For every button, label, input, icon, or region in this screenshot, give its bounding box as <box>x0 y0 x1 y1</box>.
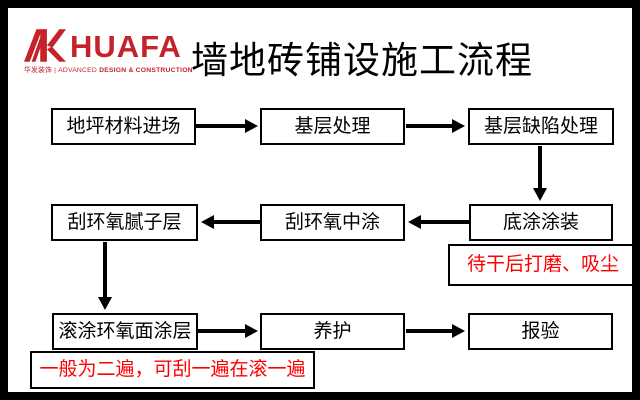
logo-brand-text: HUAFA <box>70 29 182 64</box>
node-epoxy-top-coat: 滚涂环氧面涂层 <box>52 313 198 350</box>
logo-tagline-right: DESIGN & CONSTRUCTION <box>99 67 193 74</box>
node-primer-coating: 底涂涂装 <box>469 204 613 241</box>
arrow-defect-to-primer-icon <box>533 146 547 201</box>
arrow-curing-to-inspection-icon <box>406 324 465 338</box>
arrow-material-to-base-icon <box>196 119 258 133</box>
page-title: 墙地砖铺设施工流程 <box>191 40 533 81</box>
node-inspection: 报验 <box>468 313 613 350</box>
node-base-defect-treatment: 基层缺陷处理 <box>468 108 614 145</box>
arrow-topcoat-to-curing-icon <box>198 324 258 338</box>
arrow-primer-to-midcoat-icon <box>408 215 469 229</box>
arrow-putty-to-topcoat-icon <box>98 242 112 310</box>
arrow-base-to-defect-icon <box>406 119 465 133</box>
huafa-k-icon <box>24 29 66 62</box>
note-sand-and-vacuum: 待干后打磨、吸尘 <box>448 244 632 286</box>
node-epoxy-mid-coat: 刮环氧中涂 <box>260 204 405 241</box>
node-epoxy-putty-layer: 刮环氧腻子层 <box>51 204 198 241</box>
node-curing: 养护 <box>260 313 405 350</box>
logo-tagline-left: 华发装饰 | ADVANCED <box>24 67 100 74</box>
note-two-passes: 一般为二遍，可刮一遍在滚一遍 <box>30 351 315 389</box>
node-material-arrival: 地坪材料进场 <box>51 108 196 145</box>
logo: HUAFA 华发装饰 | ADVANCED DESIGN & CONSTRUCT… <box>24 26 193 74</box>
arrow-midcoat-to-putty-icon <box>201 215 260 229</box>
node-base-treatment: 基层处理 <box>260 108 405 145</box>
logo-tagline: 华发装饰 | ADVANCED DESIGN & CONSTRUCTION <box>24 64 193 74</box>
